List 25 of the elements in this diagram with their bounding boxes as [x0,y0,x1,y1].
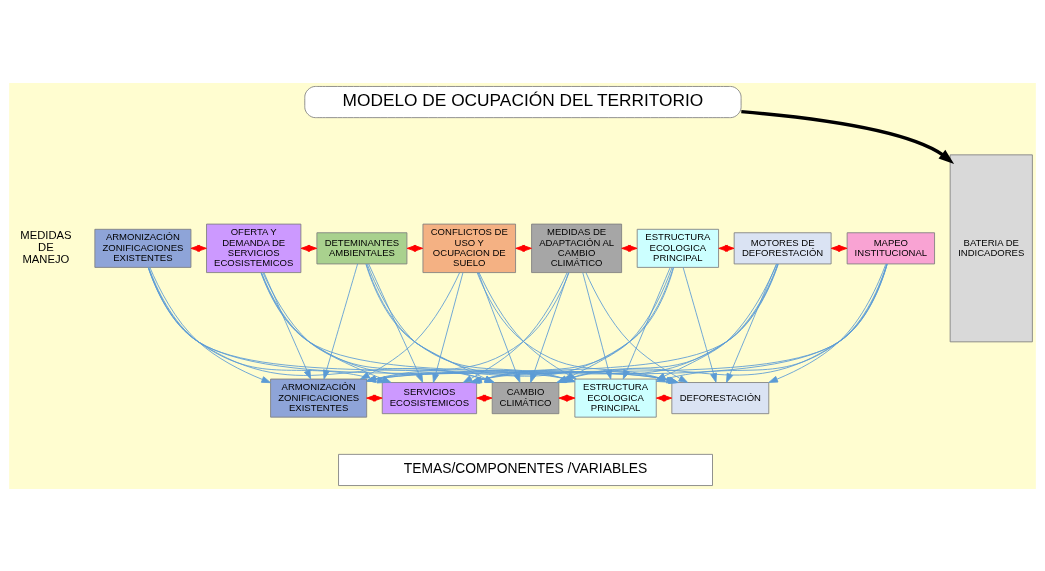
arrow [682,266,717,383]
node-box: DEFORESTACIÓN [671,381,770,414]
node-box: BATERIA DE INDICADORES [949,153,1033,342]
arrow [360,271,460,379]
node-box: OFERTA Y DEMANDA DE SERVICIOS ECOSISTEMICOS [206,223,302,273]
node-box: ESTRUCTURA ECOLOGICA PRINCIPAL [636,228,719,268]
node-box: ARMONIZACIÓN ZONIFICACIONES EXISTENTES [94,228,192,268]
node-box: SERVICIOS ECOSISTEMICOS [381,381,478,414]
node-box: ESTRUCTURA ECOLOGICA PRINCIPAL [574,378,657,418]
arrow [263,271,312,379]
arrow [432,271,464,383]
node-box: MAPEO INSTITUCIONAL [846,231,935,264]
node-box: CAMBIO CLIMÁTICO [491,381,560,414]
arrow [768,263,887,383]
node-box: ARMONIZACIÓN ZONIFICACIONES EXISTENTES [270,378,368,418]
arrow [323,263,359,379]
node-box: CONFLICTOS DE USO Y OCUPACION DE SUELO [422,223,516,273]
node-box: MEDIDAS DE ADAPTACIÓN AL CAMBIO CLIMÁTICO [531,223,623,273]
node-box: MODELO DE OCUPACIÓN DEL TERRITORIO [304,85,742,118]
node-box: MOTORES DE DEFORESTACIÓN [733,231,832,264]
arrow [149,266,271,383]
node-box: DETEMINANTES AMBIENTALES [316,231,408,264]
node-box: TEMAS/COMPONENTES /VARIABLES [338,453,713,486]
arrow [741,109,955,164]
label: MEDIDAS DE MANEJO [20,228,72,265]
